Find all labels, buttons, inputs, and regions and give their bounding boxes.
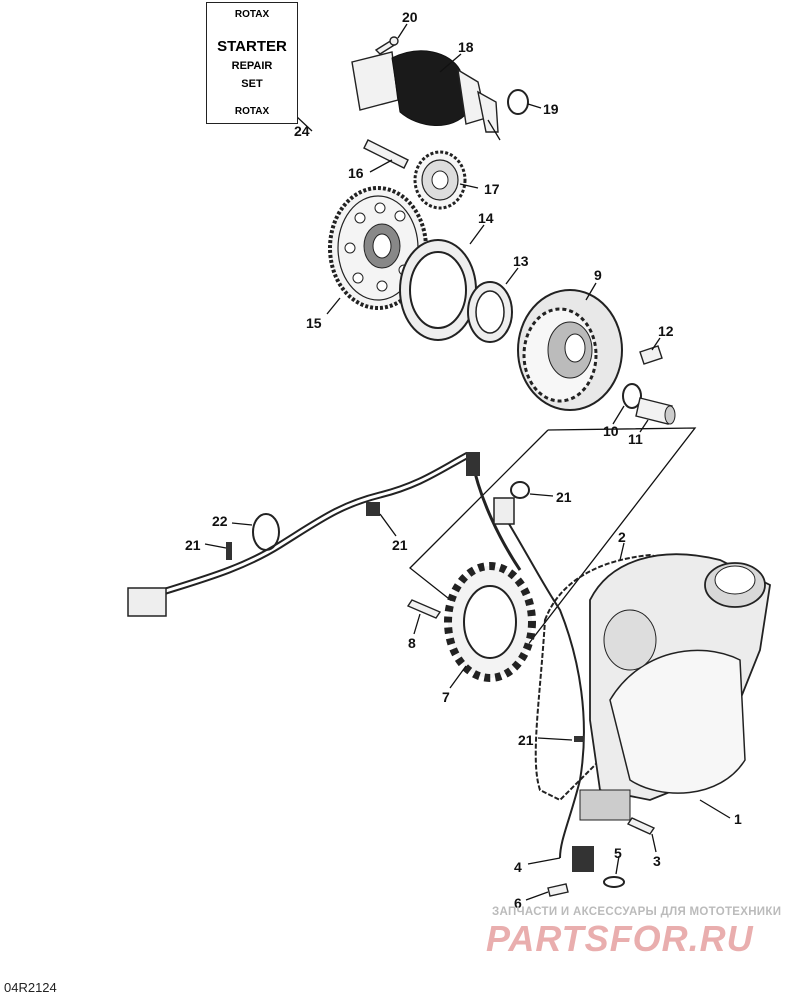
- bolt-3: [626, 817, 656, 835]
- gasket-2: [534, 553, 702, 802]
- callout-11: 11: [628, 431, 643, 447]
- callout-21-lower: 21: [518, 732, 534, 748]
- kit-subtitle-2: SET: [241, 78, 263, 90]
- callout-6: 6: [514, 895, 522, 911]
- leader-lines: [204, 23, 731, 901]
- starter-motor: [351, 50, 501, 141]
- gear-17: [413, 150, 467, 210]
- callout-17: 17: [484, 181, 500, 197]
- callout-21-left: 21: [185, 537, 201, 553]
- watermark-tagline: ЗАПЧАСТИ И АКСЕССУАРЫ ДЛЯ МОТОТЕХНИКИ: [492, 906, 782, 918]
- callout-1: 1: [734, 811, 742, 827]
- callout-24: 24: [294, 123, 310, 139]
- callout-22: 21: [392, 537, 408, 553]
- callout-15: 15: [306, 315, 322, 331]
- o-ring-19: [507, 89, 529, 115]
- bolt-12: [639, 345, 663, 365]
- callout-labels: 20 18 19 24 16 17 14 13 9 15 12 10 11 21…: [185, 9, 742, 911]
- o-ring-5: [603, 876, 625, 888]
- o-ring-23: [252, 513, 280, 551]
- callout-7: 7: [442, 689, 450, 705]
- diagram-reference: 04R2124: [4, 980, 57, 995]
- kit-title: STARTER: [217, 38, 287, 55]
- magneto-cover-1: [579, 553, 771, 821]
- bearing-13: [467, 281, 513, 343]
- callout-21-top: 21: [556, 489, 572, 505]
- callout-4: 4: [514, 859, 522, 875]
- kit-brand-top: ROTAX: [234, 9, 270, 20]
- callout-14: 14: [478, 210, 494, 226]
- callout-16: 16: [348, 165, 364, 181]
- callout-10: 10: [603, 423, 619, 439]
- callout-20: 20: [402, 9, 418, 25]
- callout-19: 19: [543, 101, 559, 117]
- kit-subtitle-1: REPAIR: [231, 60, 273, 72]
- washer-10: [622, 383, 642, 409]
- callout-3: 3: [653, 853, 661, 869]
- wire-harness: [127, 451, 585, 859]
- rotor-9: [517, 289, 623, 411]
- tie-wrap-21-lower: [574, 736, 584, 742]
- o-ring-21-top: [510, 481, 530, 499]
- callout-2: 2: [618, 529, 626, 545]
- pin-16: [363, 139, 409, 169]
- callout-12: 12: [658, 323, 674, 339]
- bolt-20: [374, 36, 399, 55]
- callout-8: 8: [408, 635, 416, 651]
- sensor-4: [572, 846, 594, 872]
- clip-22: [366, 502, 380, 516]
- watermark-logo: PARTSFOR.RU: [486, 918, 754, 959]
- callout-18: 18: [458, 39, 474, 55]
- callout-23: 22: [212, 513, 228, 529]
- sprag-clutch-14: [399, 239, 477, 341]
- bolt-8: [406, 599, 442, 619]
- tie-wrap-21-left: [226, 542, 232, 560]
- starter-repair-set-card: ROTAX STARTER REPAIR SET ROTAX: [200, 0, 304, 130]
- callout-13: 13: [513, 253, 529, 269]
- callout-5: 5: [614, 845, 622, 861]
- callout-9: 9: [594, 267, 602, 283]
- stator-7: [444, 562, 536, 682]
- kit-brand-bottom: ROTAX: [234, 106, 270, 117]
- bolt-6: [547, 883, 569, 897]
- bolt-11: [635, 397, 676, 425]
